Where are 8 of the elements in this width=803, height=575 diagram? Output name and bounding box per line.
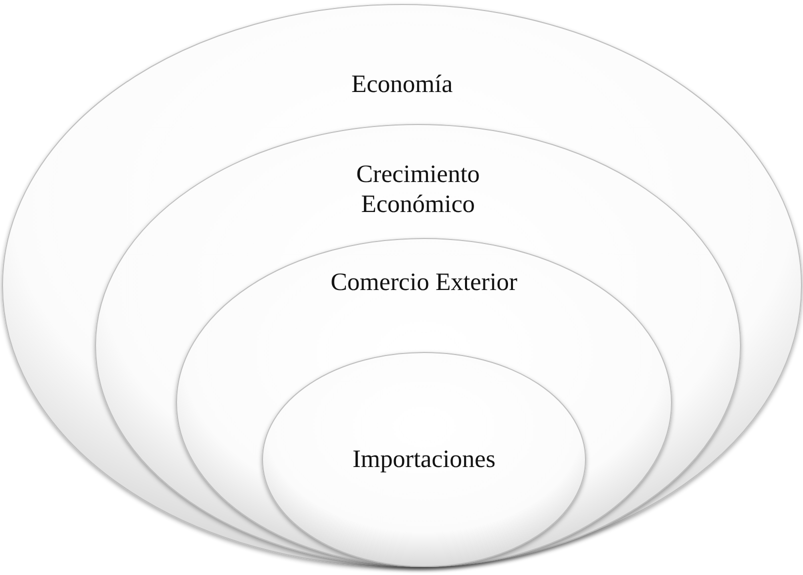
ellipse: [2, 4, 802, 567]
ellipse-label: Economía: [350, 70, 454, 100]
ellipse: [262, 352, 586, 567]
ellipse: [176, 238, 672, 567]
ellipse-label: Comercio Exterior: [330, 268, 518, 298]
ellipse-label: Importaciones: [351, 445, 496, 475]
ellipse: [95, 124, 741, 567]
ellipse-label: Crecimiento Económico: [355, 160, 481, 220]
